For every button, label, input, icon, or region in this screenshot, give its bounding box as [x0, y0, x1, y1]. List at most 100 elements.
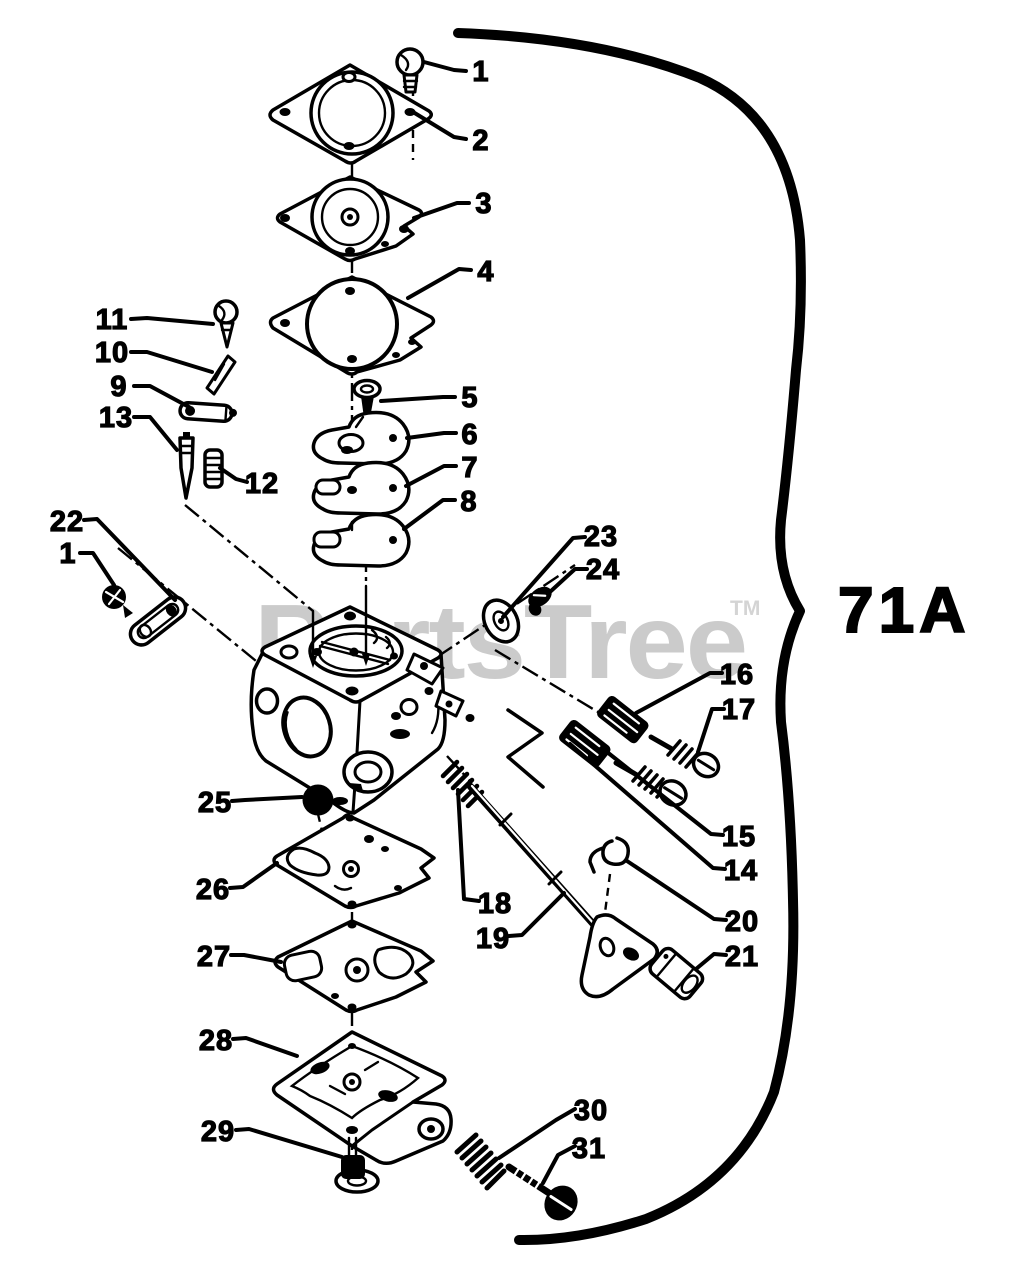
callout-number-9-10: 9 — [110, 371, 127, 403]
callout-number-7-6: 7 — [461, 452, 478, 484]
callout-number-14-20: 14 — [724, 855, 758, 887]
callout-number-1-0: 1 — [472, 56, 489, 88]
callout-leader-8-7 — [402, 498, 457, 531]
callout-leader-26-26 — [228, 861, 279, 890]
callout-leader-3-2 — [412, 201, 471, 220]
callout-number-21-22: 21 — [725, 941, 759, 973]
part-lever-6 — [311, 410, 411, 466]
callout-leader-27-27 — [229, 953, 283, 964]
callout-number-1-14: 1 — [59, 538, 76, 570]
callout-number-26-26: 26 — [196, 874, 230, 906]
callout-leader-23-15 — [501, 535, 587, 619]
part-bracket-22 — [128, 595, 188, 647]
part-plug-25 — [302, 784, 334, 816]
callout-leader-20-21 — [625, 859, 728, 922]
callout-number-23-15: 23 — [584, 521, 618, 553]
callout-number-13-11: 13 — [99, 402, 133, 434]
callout-number-20-21: 20 — [725, 906, 759, 938]
callout-leader-16-17 — [634, 671, 724, 715]
part-sleeve-16 — [597, 695, 649, 744]
part-nozzle-21 — [648, 946, 705, 1001]
callout-leader-30-30 — [497, 1107, 577, 1160]
part-diaphragm — [275, 175, 424, 263]
callout-leader-13-11 — [132, 415, 179, 452]
part-gasket-26 — [272, 813, 436, 910]
callout-number-15-19: 15 — [722, 821, 756, 853]
callout-leader-18-23 — [456, 788, 481, 903]
part-pin-10 — [205, 354, 237, 396]
callout-number-31-31: 31 — [572, 1133, 606, 1165]
callout-leader-25-25 — [230, 795, 304, 803]
callout-number-25-25: 25 — [198, 787, 232, 819]
callout-leader-10-9 — [129, 350, 214, 374]
callout-leader-29-29 — [234, 1127, 344, 1159]
part-lever-8 — [311, 512, 411, 568]
break-line — [506, 708, 545, 789]
part-carburetor-body — [249, 605, 475, 815]
part-screw-29 — [334, 1136, 380, 1194]
callout-leader-17-18 — [696, 707, 726, 754]
callout-leader-9-10 — [132, 384, 191, 409]
callout-number-5-4: 5 — [461, 382, 478, 414]
callout-leader-22-13 — [82, 517, 177, 602]
part-needle-13 — [178, 432, 195, 500]
callout-leader-14-20 — [568, 742, 727, 871]
part-shaft-19 — [466, 782, 659, 999]
part-spring-30 — [454, 1132, 507, 1191]
part-screw-top — [395, 47, 425, 94]
callout-leader-1-14 — [78, 551, 116, 587]
callout-number-27-27: 27 — [197, 941, 231, 973]
callout-number-10-9: 10 — [95, 337, 129, 369]
callout-number-8-7: 8 — [460, 486, 477, 518]
watermark-tm: TM — [730, 597, 760, 620]
callout-number-18-23: 18 — [478, 888, 512, 920]
part-sleeve-15 — [559, 719, 611, 768]
callout-number-30-30: 30 — [574, 1095, 608, 1127]
group-brace — [453, 28, 806, 1246]
part-lever-7 — [311, 460, 411, 516]
callout-number-4-3: 4 — [477, 256, 494, 288]
callout-leader-21-22 — [694, 952, 728, 971]
part-diaphragm-27 — [273, 919, 435, 1014]
callout-leader-1-0 — [422, 60, 468, 73]
callout-leader-7-6 — [404, 464, 458, 488]
callout-number-11-8: 11 — [96, 304, 129, 336]
callout-leader-4-3 — [406, 267, 473, 300]
part-spring-18 — [440, 759, 485, 809]
callouts-layer: 1234567811109131222123241617151420211819… — [49, 55, 759, 1185]
callout-leader-11-8 — [129, 316, 215, 326]
part-needle-17 — [648, 734, 721, 779]
callout-number-3-2: 3 — [475, 188, 492, 220]
callout-number-6-5: 6 — [461, 419, 478, 451]
part-screw-1-left — [102, 585, 133, 618]
callout-number-29-29: 29 — [201, 1116, 235, 1148]
callout-leader-6-5 — [405, 431, 458, 440]
callout-number-24-16: 24 — [586, 554, 620, 586]
callout-number-17-18: 17 — [722, 694, 756, 726]
part-screw-11 — [213, 299, 239, 349]
part-diaphragm-cover — [268, 63, 433, 165]
part-clip-20 — [588, 836, 631, 874]
part-cover-28 — [271, 1030, 453, 1165]
section-label: 71A — [838, 574, 970, 646]
bore-axis-lines — [309, 584, 370, 668]
callout-number-2-1: 2 — [472, 125, 489, 157]
callout-number-28-28: 28 — [199, 1025, 233, 1057]
callout-number-19-24: 19 — [476, 923, 510, 955]
callout-leader-24-16 — [549, 567, 589, 593]
callout-leader-5-4 — [379, 395, 457, 403]
callout-leader-2-1 — [411, 110, 468, 141]
callout-leader-12-12 — [218, 466, 249, 484]
callout-number-12-12: 12 — [245, 468, 279, 500]
callout-leader-19-24 — [507, 891, 566, 938]
callout-leader-15-19 — [605, 750, 725, 837]
part-gasket-top — [268, 275, 436, 376]
callout-leader-31-31 — [541, 1144, 577, 1185]
callout-number-16-17: 16 — [720, 659, 754, 691]
part-screw-31 — [505, 1163, 578, 1221]
part-fitting-24 — [528, 586, 552, 616]
part-spring-12 — [203, 448, 224, 489]
callout-leader-28-28 — [231, 1036, 299, 1058]
